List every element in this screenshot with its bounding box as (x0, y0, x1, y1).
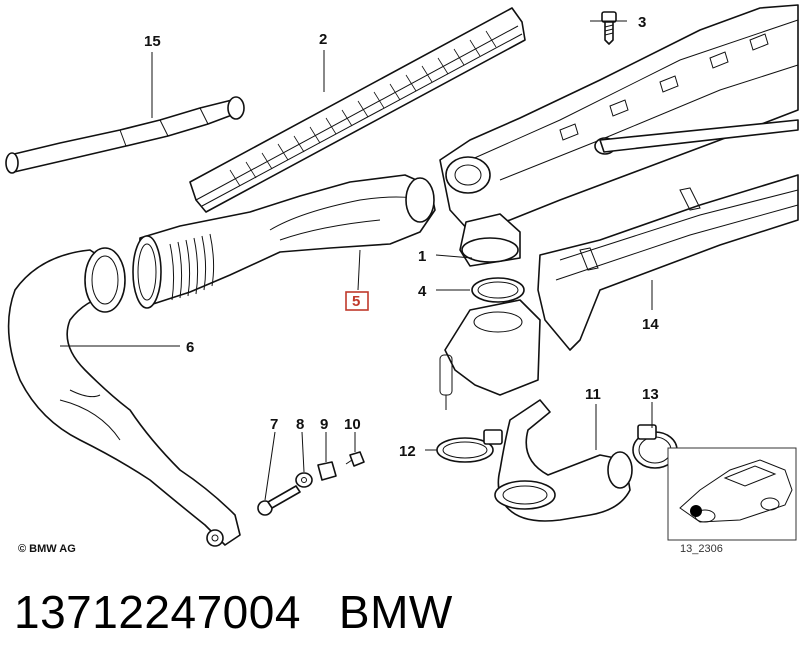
intake-manifold-part (439, 4, 799, 267)
air-filter-element-part (189, 7, 526, 213)
bolt-part (601, 11, 617, 45)
air-mass-meter-part (439, 299, 541, 410)
callout-2: 2 (319, 31, 327, 48)
callout-7: 7 (270, 416, 278, 433)
callout-1: 1 (418, 248, 426, 265)
callout-9: 9 (320, 416, 328, 433)
leader-lines (60, 20, 653, 501)
brand-name: BMW (338, 586, 453, 638)
intake-hose-part (7, 247, 241, 547)
callout-10: 10 (344, 416, 361, 433)
heat-shield-part (537, 119, 799, 351)
callout-14: 14 (642, 316, 659, 333)
callout-8: 8 (296, 416, 304, 433)
breather-hose-part (5, 96, 245, 174)
clip-nut-part (317, 461, 337, 481)
callout-4: 4 (418, 283, 427, 300)
intake-duct-part (132, 174, 436, 309)
o-ring-part (471, 277, 525, 303)
vehicle-location-thumbnail (667, 447, 797, 541)
copyright-text: © BMW AG (18, 543, 76, 555)
small-hose-part (494, 399, 633, 522)
hose-clamp-13-part (632, 424, 678, 469)
callout-3: 3 (638, 14, 646, 31)
callout-12: 12 (399, 443, 416, 460)
hose-clamp-12-part (436, 429, 503, 463)
callout-11: 11 (585, 386, 601, 403)
part-caption: 13712247004 BMW (14, 585, 453, 639)
expanding-rivet-part (345, 451, 365, 467)
screw-part (257, 485, 301, 516)
callout-15: 15 (144, 33, 161, 50)
callout-13: 13 (642, 386, 659, 403)
reference-code: 13_2306 (680, 543, 723, 555)
location-marker (690, 505, 702, 517)
callout-6: 6 (186, 339, 194, 356)
highlight-box (345, 291, 369, 311)
washer-part (295, 472, 313, 488)
part-number: 13712247004 (14, 586, 301, 638)
callout-5: 5 (352, 293, 360, 310)
